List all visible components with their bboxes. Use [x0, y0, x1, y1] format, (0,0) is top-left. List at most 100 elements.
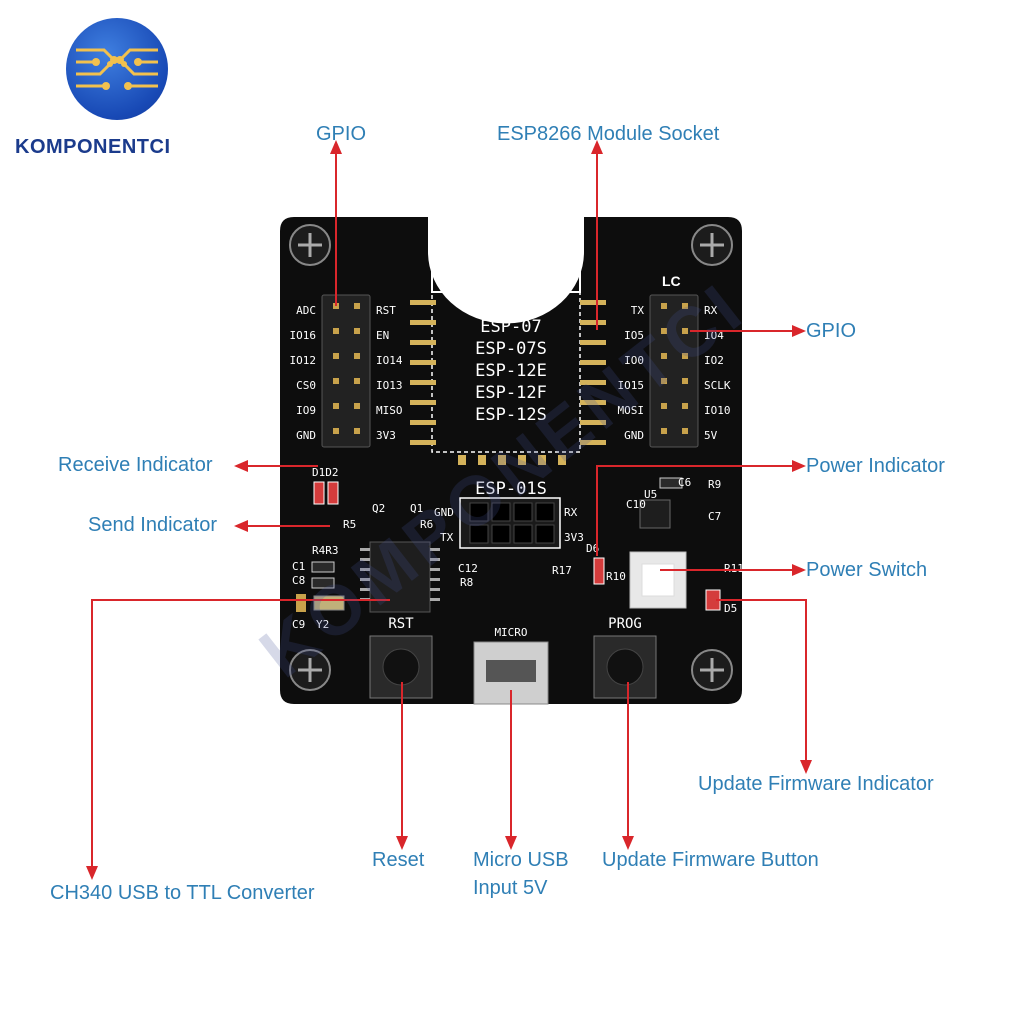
callout-update-firmware-indicator: Update Firmware Indicator: [698, 773, 934, 795]
component-label: R4R3: [312, 544, 339, 557]
pin-label: IO12: [290, 354, 317, 367]
ch340-chip: [369, 541, 431, 613]
pin-label: GND: [624, 429, 644, 442]
callout-line-update-indicator: [716, 599, 807, 762]
pin-label: IO5: [624, 329, 644, 342]
component-label: C10: [626, 498, 646, 511]
chip-label: ESP-12E: [475, 361, 547, 381]
callout-update-firmware-button: Update Firmware Button: [602, 849, 819, 871]
component-label: R10: [606, 570, 626, 583]
component-label: R5: [343, 518, 356, 531]
callout-send-indicator: Send Indicator: [88, 514, 217, 536]
component-label: R11: [724, 562, 744, 575]
brand-logo-icon: [66, 18, 168, 120]
pin-label: IO0: [624, 354, 644, 367]
arrowhead: [622, 836, 634, 850]
socket-pins-left: [410, 300, 436, 445]
callout-micro-usb: Micro USB: [473, 849, 569, 871]
arrowhead: [86, 866, 98, 880]
pin-label: TX: [631, 304, 645, 317]
callout-lines: [91, 152, 807, 868]
callout-reset: Reset: [372, 849, 425, 871]
crystal: [313, 595, 345, 611]
component-label: R9: [708, 478, 721, 491]
arrowhead: [396, 836, 408, 850]
arrowhead: [800, 760, 812, 774]
component-label: R6: [420, 518, 433, 531]
send-led: [327, 481, 339, 505]
callout-gpio-top: GPIO: [316, 123, 367, 145]
pin-label: IO4: [704, 329, 724, 342]
esp01s-pin-label: GND: [434, 506, 454, 519]
component-label: D1D2: [312, 466, 339, 479]
module-socket-frame: [431, 291, 581, 453]
callout-gpio-right: GPIO: [806, 320, 857, 342]
chip-label: ESP-12S: [475, 405, 547, 425]
pin-label: MOSI: [618, 404, 645, 417]
module-socket-outline: [431, 222, 581, 293]
chip-label: ESP-07: [480, 317, 541, 337]
pin-label: SCLK: [704, 379, 731, 392]
pin-label: IO9: [296, 404, 316, 417]
pin-label: RST: [376, 304, 396, 317]
component-label: Y2: [316, 618, 329, 631]
arrowhead: [792, 325, 806, 337]
arrowhead: [792, 564, 806, 576]
pin-label: IO15: [618, 379, 645, 392]
callout-arrowheads: [86, 140, 812, 880]
pin-label: MISO: [376, 404, 403, 417]
socket-pins-bottom: [458, 455, 566, 465]
pin-label: CS0: [296, 379, 316, 392]
chip-label: ESP-07S: [475, 339, 547, 359]
component-label: C9: [292, 618, 305, 631]
callout-line-power: [596, 465, 796, 556]
callout-power-switch: Power Switch: [806, 559, 928, 581]
arrowhead: [234, 460, 248, 472]
right-pin-header: [649, 294, 699, 448]
component-label: C6: [678, 476, 691, 489]
callout-receive-indicator: Receive Indicator: [58, 454, 213, 476]
callout-module-socket: ESP8266 Module Socket: [497, 123, 720, 145]
arrowhead: [505, 836, 517, 850]
pin-label: IO10: [704, 404, 731, 417]
arrowhead: [792, 460, 806, 472]
esp01s-pin-label: TX: [440, 531, 454, 544]
pin-label: IO16: [290, 329, 317, 342]
component-label: C1: [292, 560, 305, 573]
left-pin-header: [321, 294, 371, 448]
pin-label: 5V: [704, 429, 718, 442]
component-label: U5: [644, 488, 657, 501]
chip-label: ESP-12F: [475, 383, 547, 403]
chip-label: ESP8266: [475, 295, 547, 315]
callout-line-ch340: [91, 599, 390, 868]
arrowhead: [234, 520, 248, 532]
component-label: D6: [586, 542, 599, 555]
callout-micro-usb-input: Input 5V: [473, 877, 548, 899]
component-label: C8: [292, 574, 305, 587]
esp01s-pin-label: RX: [564, 506, 578, 519]
brand-name: KOMPONENTCI: [15, 136, 171, 158]
callout-power-indicator: Power Indicator: [806, 455, 945, 477]
pin-label: ADC: [296, 304, 316, 317]
power-led: [593, 557, 605, 585]
component-label: D5: [724, 602, 737, 615]
component-label: R8: [460, 576, 473, 589]
pin-label: GND: [296, 429, 316, 442]
pin-label: IO14: [376, 354, 403, 367]
pin-label: 3V3: [376, 429, 396, 442]
arrowhead: [591, 140, 603, 154]
esp01s-pin-label: 3V3: [564, 531, 584, 544]
component-label: Q2: [372, 502, 385, 515]
pin-label: EN: [376, 329, 389, 342]
component-label: Q1: [410, 502, 423, 515]
micro-label: MICRO: [494, 626, 527, 639]
rst-label: RST: [388, 616, 414, 632]
callout-ch340: CH340 USB to TTL Converter: [50, 882, 315, 904]
socket-pins-right: [580, 300, 606, 445]
component-label: R17: [552, 564, 572, 577]
pin-label: IO13: [376, 379, 403, 392]
component-label: C7: [708, 510, 721, 523]
pin-label: RX: [704, 304, 718, 317]
